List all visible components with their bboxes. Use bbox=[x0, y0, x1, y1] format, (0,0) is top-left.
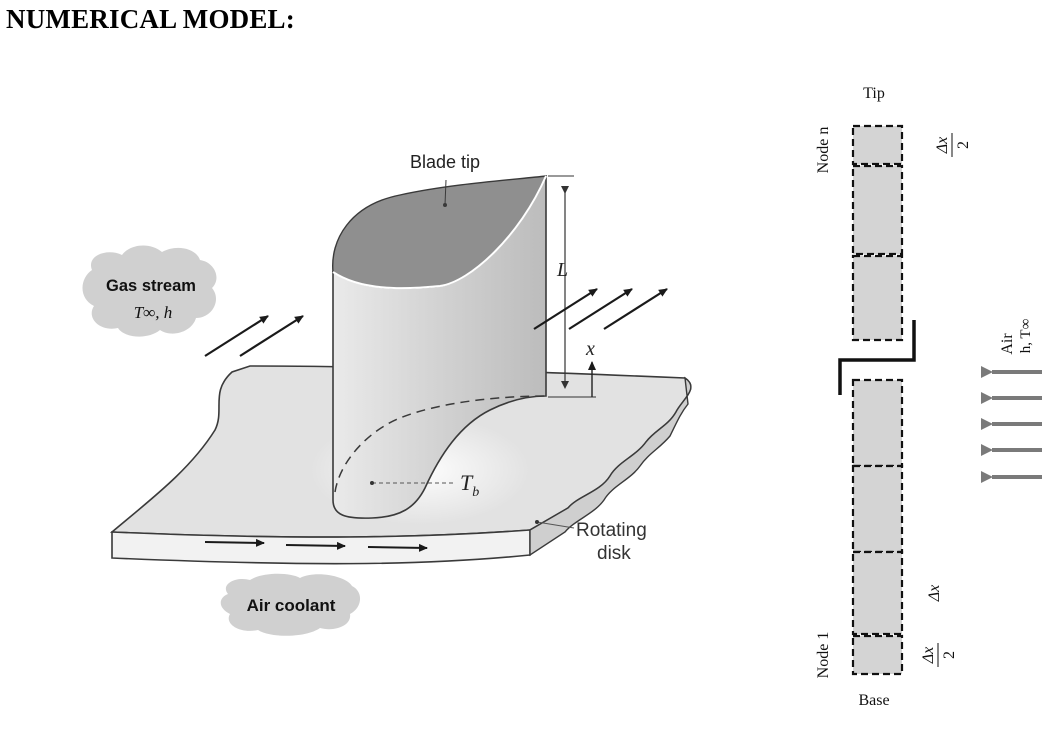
node-cell-1b bbox=[851, 550, 904, 636]
svg-text:Δx: Δx bbox=[934, 137, 951, 155]
svg-text:2: 2 bbox=[955, 141, 972, 149]
air-coolant-cloud bbox=[220, 573, 361, 636]
node-cell-n-minus-1 bbox=[851, 164, 904, 256]
node-cell-n bbox=[851, 124, 904, 166]
svg-text:2: 2 bbox=[941, 651, 958, 659]
rotating-disk-side bbox=[529, 376, 692, 557]
rotating-disk-label-2: disk bbox=[597, 543, 631, 564]
base-temp-label: Tb bbox=[460, 470, 479, 500]
node-1-label: Node 1 bbox=[815, 632, 832, 679]
node-n-label: Node n bbox=[815, 127, 832, 174]
page-title: NUMERICAL MODEL: bbox=[6, 4, 295, 34]
break-symbol bbox=[838, 320, 916, 395]
length-label: L bbox=[556, 259, 568, 281]
blade-figure: Gas stream T∞, h Blade tip L x Tb Rotati… bbox=[82, 152, 692, 636]
x-axis-label: x bbox=[585, 338, 595, 360]
gas-stream-vars: T∞, h bbox=[134, 303, 173, 322]
air-label: Air bbox=[999, 333, 1016, 355]
gas-stream-label: Gas stream bbox=[106, 277, 196, 295]
air-coolant-label: Air coolant bbox=[247, 596, 336, 615]
air-vars-label: h, T∞ bbox=[1018, 319, 1034, 354]
half-dx-bottom: Δx 2 bbox=[920, 643, 958, 667]
dx-label: Δx bbox=[926, 585, 943, 603]
gas-stream-cloud bbox=[82, 245, 217, 337]
node-cell-3 bbox=[851, 378, 904, 468]
base-label: Base bbox=[858, 692, 889, 709]
node-cell-n-minus-2 bbox=[851, 254, 904, 342]
blade-tip-label: Blade tip bbox=[410, 152, 480, 172]
node-diagram: Tip Base Node n Node 1 Δx 2 Δx Δx 2 bbox=[815, 85, 1042, 709]
tip-label: Tip bbox=[863, 85, 885, 102]
svg-text:Δx: Δx bbox=[920, 647, 937, 665]
node-cell-1 bbox=[851, 634, 904, 676]
rotating-disk-label-1: Rotating bbox=[576, 520, 647, 541]
half-dx-top: Δx 2 bbox=[934, 133, 972, 157]
node-cell-2 bbox=[851, 464, 904, 554]
